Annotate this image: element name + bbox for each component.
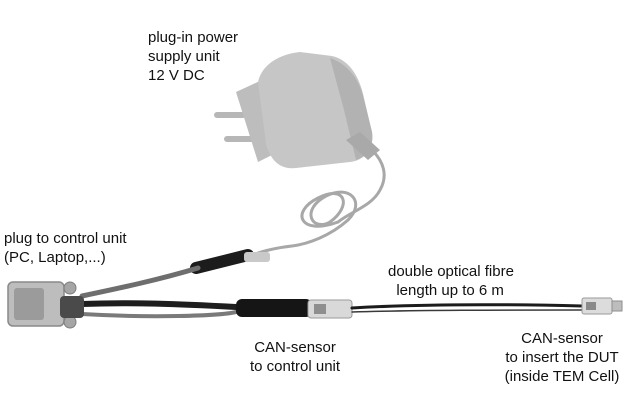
db9-plug: [7, 281, 84, 329]
label-can-sensor-control-unit: CAN-sensor to control unit: [250, 339, 341, 375]
db9-face: [14, 288, 44, 320]
dark-cable-to-sensor: [79, 300, 239, 310]
grey-cable-lower: [80, 310, 238, 319]
power-cable-coil-2: [309, 190, 358, 226]
ferrite-body: [190, 249, 254, 274]
power-cable-lead: [336, 148, 386, 224]
optical-fibre: [350, 303, 584, 313]
can-sensor-control-unit: [236, 299, 353, 319]
power-cable-coil-1: [300, 192, 345, 228]
label-optical-fibre: double optical fibre length up to 6 m: [388, 263, 514, 299]
psu-prong-upper: [214, 112, 246, 118]
db9-screw-top: [63, 281, 77, 295]
power-supply-unit: [214, 52, 380, 169]
ferrite-sleeve: [244, 252, 270, 262]
optical-fibre-strand-2: [351, 309, 583, 313]
power-cable-ferrite: [190, 249, 270, 274]
power-cable: [244, 148, 386, 260]
can-sensor-control-body: [236, 299, 312, 317]
db9-boot: [60, 296, 84, 318]
label-plug-to-control-unit: plug to control unit (PC, Laptop,...): [4, 230, 127, 266]
label-can-sensor-dut: CAN-sensor to insert the DUT (inside TEM…: [504, 330, 620, 385]
can-sensor-dut-tag: [586, 302, 596, 310]
optical-fibre-strand-1: [350, 303, 584, 310]
psu-strain-relief: [346, 132, 380, 160]
can-sensor-dut: [581, 297, 623, 315]
plug-cables: [79, 265, 239, 319]
can-sensor-control-tag: [314, 304, 326, 314]
can-sensor-dut-pins: [611, 300, 623, 312]
grey-cable-to-psu: [79, 265, 201, 299]
psu-prong-lower: [224, 136, 256, 142]
label-power-supply-unit: plug-in power supply unit 12 V DC: [148, 29, 239, 84]
